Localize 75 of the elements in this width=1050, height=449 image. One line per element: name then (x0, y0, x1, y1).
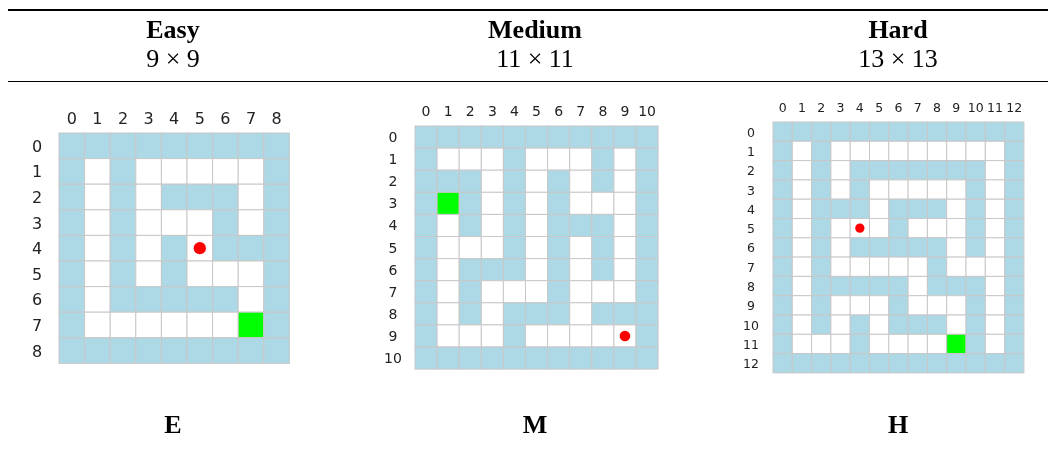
column-index-label: 7 (245, 108, 257, 128)
column-index-label: 5 (194, 108, 205, 128)
column-index-label: 4 (510, 103, 519, 119)
column-index-label: 3 (487, 103, 497, 119)
row-index-label: 7 (388, 283, 398, 300)
row-index-label: 8 (747, 278, 755, 294)
column-index-label: 6 (554, 103, 564, 119)
column-index-label: 10 (638, 103, 656, 119)
row-index-label: 6 (747, 239, 755, 255)
row-index-label: 10 (384, 350, 402, 367)
column-index-label: 7 (576, 103, 586, 119)
row-index-label: 11 (743, 336, 759, 352)
row-index-label: 0 (388, 129, 398, 146)
column-index-label: 11 (987, 99, 1003, 115)
row-index-label: 2 (31, 187, 43, 207)
row-index-label: 5 (388, 239, 398, 256)
column-index-label: 6 (220, 108, 231, 128)
row-index-label: 3 (747, 182, 755, 198)
column-index-label: 7 (913, 99, 922, 115)
row-index-label: 9 (747, 297, 755, 313)
row-index-label: 1 (31, 161, 43, 181)
row-index-label: 3 (31, 213, 43, 233)
row-index-label: 6 (388, 261, 398, 278)
column-index-label: 10 (967, 99, 984, 115)
column-index-label: 2 (465, 103, 475, 119)
row-index-label: 2 (388, 173, 398, 190)
row-index-label: 6 (31, 289, 43, 309)
column-index-label: 1 (797, 99, 806, 115)
grid-size-label: 11 × 11 (496, 44, 574, 74)
row-index-label: 4 (388, 217, 398, 234)
column-index-label: 5 (875, 99, 884, 115)
column-index-label: 0 (66, 108, 77, 128)
column-index-label: 8 (933, 99, 941, 115)
column-index-label: 5 (532, 103, 541, 119)
column-index-label: 2 (817, 99, 826, 115)
row-index-label: 12 (743, 355, 759, 371)
row-index-label: 9 (388, 327, 398, 344)
column-index-label: 3 (836, 99, 845, 115)
grid-size-label: 9 × 9 (146, 44, 200, 74)
column-index-label: 1 (443, 103, 453, 119)
row-index-label: 4 (747, 201, 755, 217)
row-index-label: 7 (31, 315, 43, 335)
row-index-label: 5 (31, 264, 43, 284)
row-index-label: 4 (31, 238, 43, 258)
column-index-label: 6 (894, 99, 903, 115)
column-header: Easy (146, 15, 200, 45)
row-index-label: 3 (388, 195, 398, 212)
maze-caption: M (522, 410, 548, 440)
column-index-label: 8 (598, 103, 608, 119)
column-index-label: 4 (169, 108, 180, 128)
column-header: Medium (488, 15, 582, 45)
row-index-label: 7 (747, 259, 755, 275)
column-index-label: 8 (271, 108, 282, 128)
row-index-label: 5 (747, 220, 755, 236)
column-index-label: 0 (778, 99, 787, 115)
column-index-label: 9 (620, 103, 630, 119)
row-index-label: 8 (31, 341, 43, 361)
column-index-label: 12 (1006, 99, 1023, 115)
row-index-label: 8 (388, 305, 398, 322)
row-index-label: 2 (747, 162, 755, 178)
row-index-label: 0 (31, 136, 43, 156)
column-index-label: 9 (952, 99, 961, 115)
row-index-label: 1 (388, 151, 398, 168)
column-header: Hard (868, 15, 928, 45)
row-index-label: 10 (743, 317, 759, 333)
column-index-label: 4 (855, 99, 864, 115)
maze-caption: H (887, 410, 909, 440)
column-index-label: 3 (143, 108, 154, 128)
row-index-label: 1 (747, 143, 755, 159)
column-index-label: 2 (117, 108, 129, 128)
grid-size-label: 13 × 13 (858, 44, 938, 74)
row-index-label: 0 (747, 124, 755, 140)
maze-caption: E (164, 410, 182, 440)
column-index-label: 0 (421, 103, 431, 119)
column-index-label: 1 (92, 108, 103, 128)
